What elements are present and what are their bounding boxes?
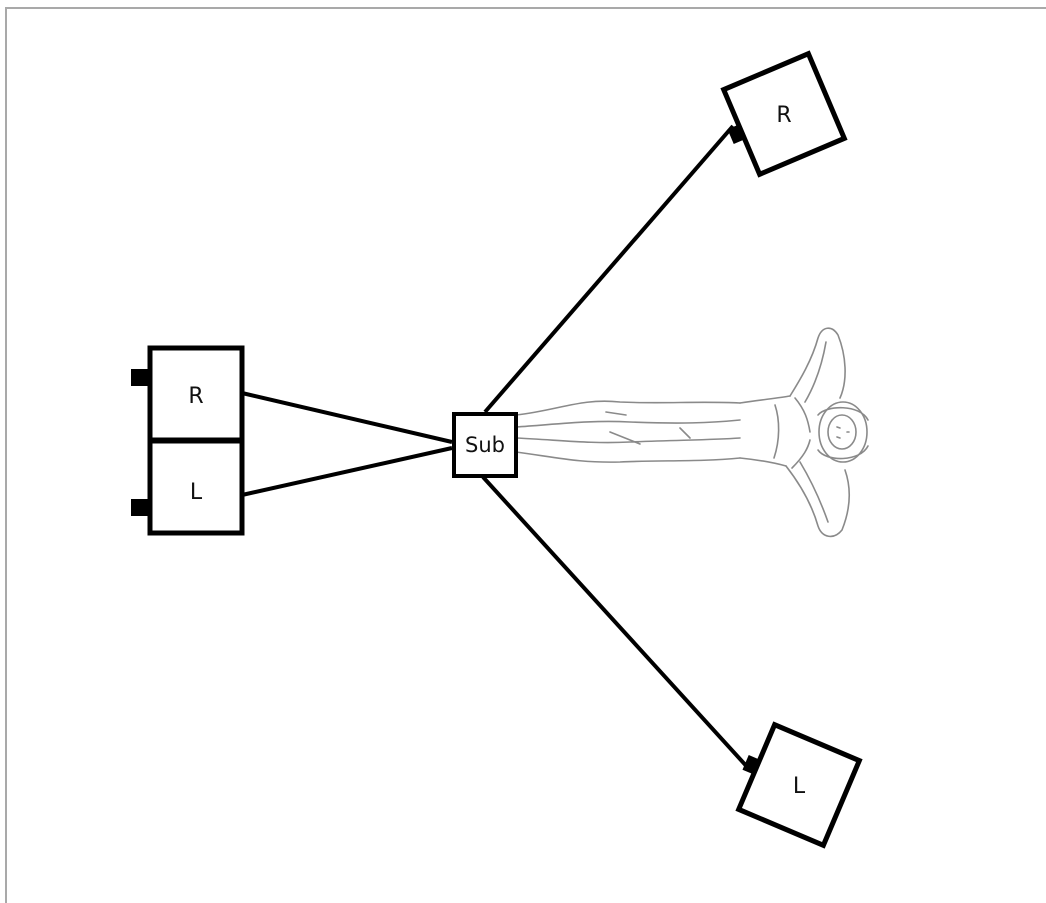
front-right-terminal	[131, 369, 148, 386]
front-left-label: L	[190, 480, 203, 505]
front-left-terminal	[131, 499, 148, 516]
rear-left-speaker: L	[728, 720, 860, 845]
rear-right-speaker: R	[713, 54, 845, 179]
front-right-label: R	[188, 384, 203, 409]
line-sub-to-rear-left	[483, 477, 750, 770]
subwoofer: Sub	[454, 414, 516, 476]
subwoofer-label: Sub	[465, 433, 505, 457]
line-sub-to-rear-right	[485, 126, 733, 412]
line-front-right-to-sub	[242, 393, 452, 442]
front-speaker-stack: R L	[131, 348, 242, 533]
listener-figure	[516, 328, 868, 536]
line-front-left-to-sub	[242, 448, 452, 495]
rear-left-label: L	[793, 774, 806, 799]
rear-right-label: R	[776, 103, 791, 128]
